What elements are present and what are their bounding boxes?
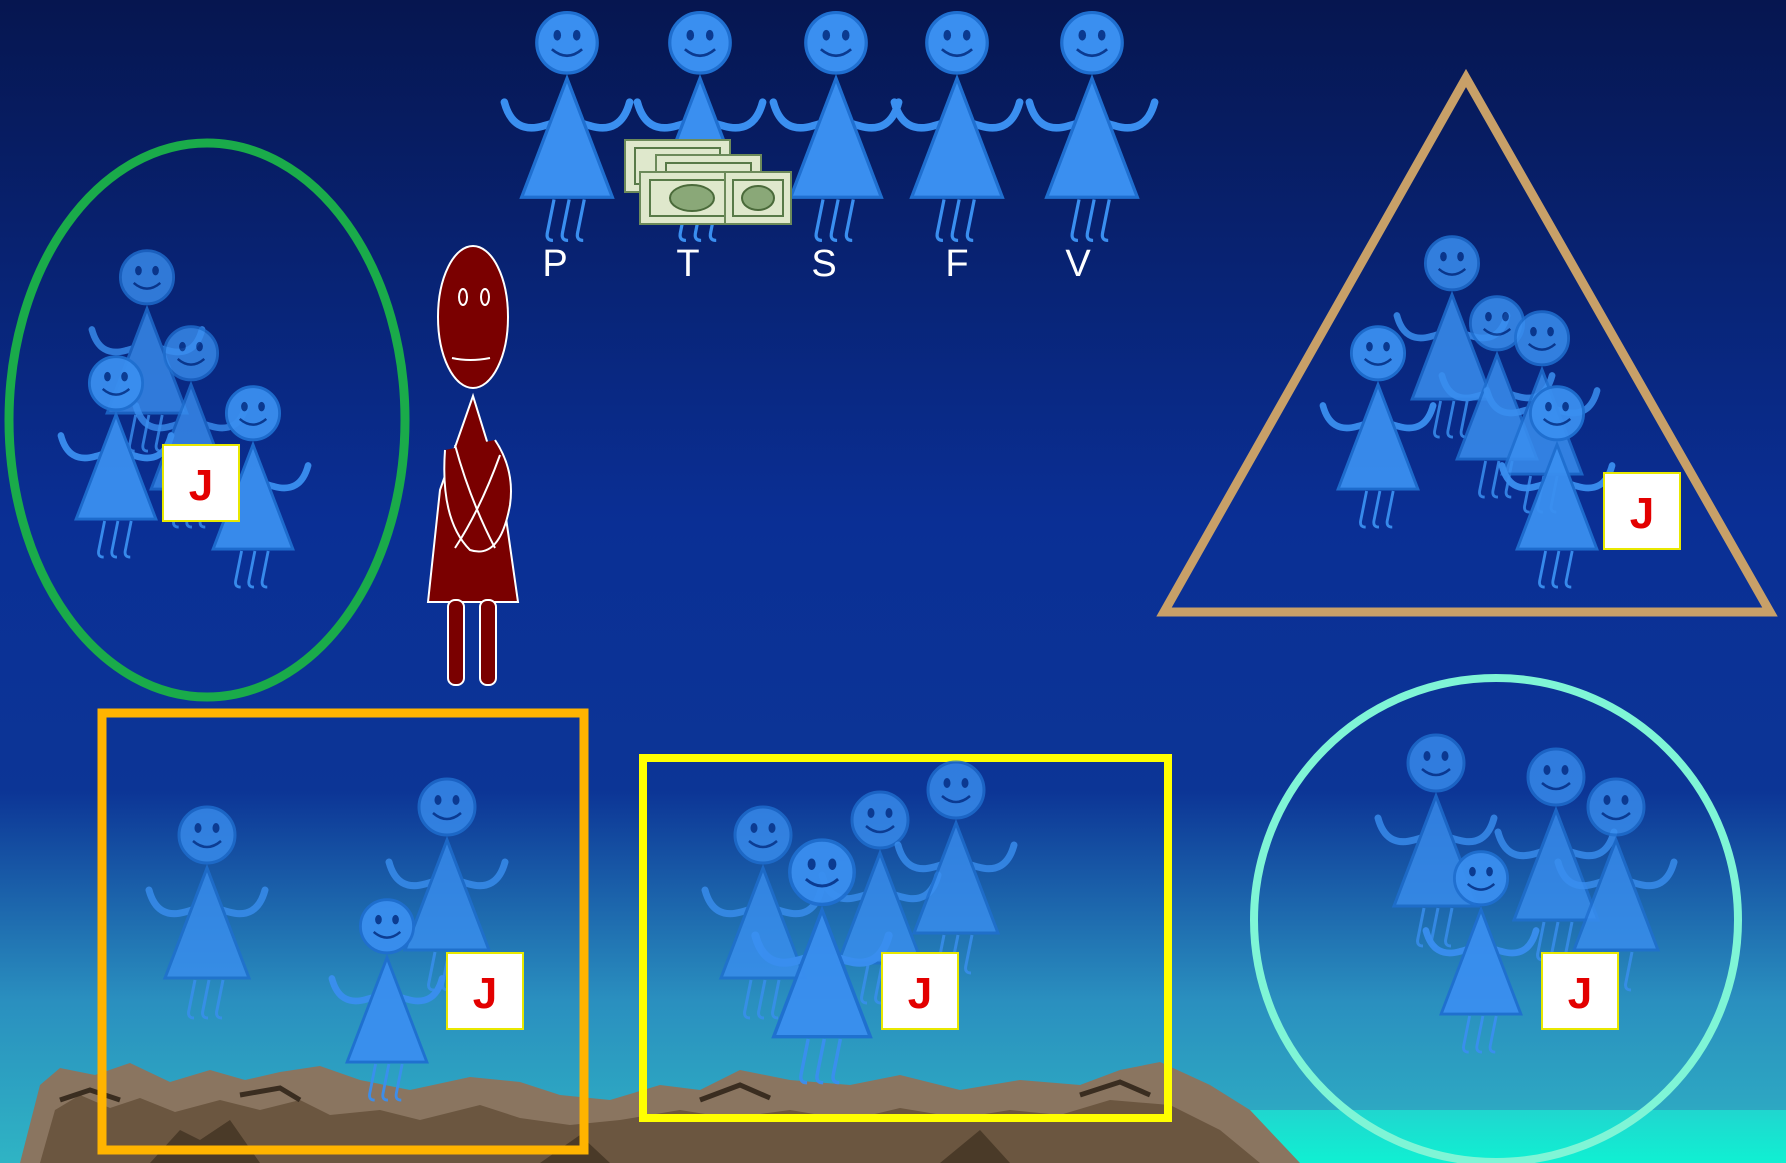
j-letter: J xyxy=(1630,489,1654,538)
j-badge: J xyxy=(1604,473,1680,549)
j-letter: J xyxy=(189,461,213,510)
j-letter: J xyxy=(473,969,497,1018)
j-badge: J xyxy=(882,953,958,1029)
sea-strip xyxy=(1250,1110,1786,1163)
figure-label-v: V xyxy=(1065,243,1091,285)
figure-label-p: P xyxy=(542,243,567,285)
j-badge: J xyxy=(1542,953,1618,1029)
figure-label-t: T xyxy=(676,243,699,285)
figure-label-f: F xyxy=(945,243,968,285)
j-badge: J xyxy=(447,953,523,1029)
j-badge: J xyxy=(163,445,239,521)
j-letter: J xyxy=(1568,969,1592,1018)
figure-label-s: S xyxy=(811,243,836,285)
j-letter: J xyxy=(908,969,932,1018)
